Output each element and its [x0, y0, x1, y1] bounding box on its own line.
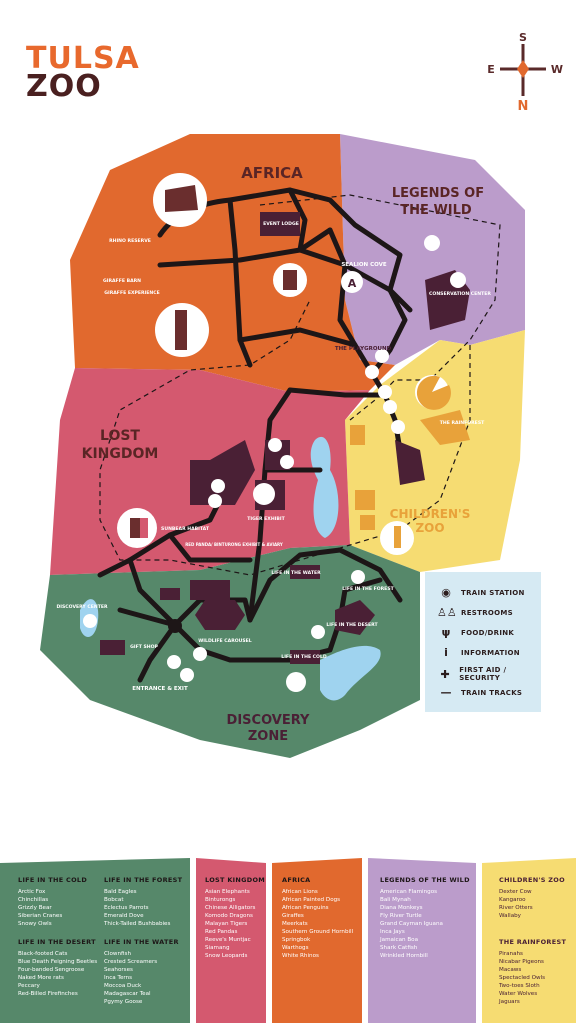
amenity-markers [83, 235, 466, 682]
zone-label-discovery-line1: DISCOVERY [227, 713, 310, 728]
label-tiger-exhibit: TIGER EXHIBIT [247, 516, 285, 522]
logo-line-1: TULSA [26, 41, 140, 76]
legend-row-tracks: — TRAIN TRACKS [437, 686, 522, 699]
zone-label-childrens-line1: CHILDREN'S [390, 507, 471, 521]
label-sunbear-habitat: SUNBEAR HABITAT [161, 526, 210, 532]
label-life-in-the-cold: LIFE IN THE COLD [281, 654, 327, 660]
label-rhino-reserve: RHINO RESERVE [109, 238, 151, 244]
label-wildlife-carousel: WILDLIFE CAROUSEL [198, 638, 252, 644]
zone-label-childrens-line2: ZOO [415, 521, 444, 535]
food-drink-icon: ψ [441, 626, 451, 639]
list-life-in-the-forest: LIFE IN THE FOREST Bald Eagles Bobcat Ec… [104, 876, 183, 927]
legend-row-info: i INFORMATION [437, 646, 520, 659]
list-life-in-the-desert: LIFE IN THE DESERT Black-footed Cats Blu… [18, 938, 98, 997]
list-legends-of-the-wild: LEGENDS OF THE WILD American Flamingos B… [380, 876, 470, 959]
label-giraffe-experience: GIRAFFE EXPERIENCE [104, 290, 160, 296]
legend-row-restrooms: ♙♙ RESTROOMS [437, 606, 513, 619]
legend-row-train-station: ◉ TRAIN STATION [437, 586, 525, 599]
train-tracks-icon: — [440, 686, 452, 699]
zoo-map: S N E W [40, 31, 563, 758]
train-tracks [99, 194, 501, 576]
zone-label-lost-line2: KINGDOM [82, 446, 159, 462]
label-sealion-cove: SEALION COVE [341, 262, 387, 268]
lake-lost-kingdom [310, 436, 339, 538]
label-entrance-exit: ENTRANCE & EXIT [132, 686, 188, 692]
compass-south: S [519, 31, 527, 44]
compass-north: N [518, 99, 529, 114]
logo-line-2: ZOO [26, 69, 102, 104]
label-life-in-the-water: LIFE IN THE WATER [271, 570, 321, 576]
label-discovery-center: DISCOVERY CENTER [56, 604, 108, 610]
svg-text:A: A [348, 277, 357, 290]
tulsa-zoo-logo: TULSA ZOO [26, 41, 140, 104]
entrance-marker [168, 619, 182, 633]
zone-discovery-zone [40, 545, 420, 758]
label-gift-shop: GIFT SHOP [130, 644, 158, 650]
restrooms-icon: ♙♙ [437, 606, 457, 619]
label-red-panda: RED PANDA/ BINTURONG EXHIBIT & AVIARY [185, 542, 283, 547]
list-childrens-zoo: CHILDREN'S ZOO Dexter Cow Kangaroo River… [499, 876, 565, 919]
label-conservation-center: CONSERVATION CENTER [429, 291, 491, 297]
zone-label-lost-line1: LOST [100, 428, 140, 444]
first-aid-icon: ✚ [440, 667, 450, 681]
zone-label-legends-line2: THE WILD [400, 203, 472, 218]
compass-east: E [487, 63, 495, 76]
list-life-in-the-cold: LIFE IN THE COLD Arctic Fox Chinchillas … [18, 876, 88, 927]
childrens-pens [350, 410, 470, 530]
zone-label-discovery-line2: ZONE [248, 729, 288, 744]
pond-cold [320, 645, 381, 701]
label-event-lodge: EVENT LODGE [263, 221, 299, 227]
list-africa: AFRICA African Lions African Painted Dog… [282, 876, 354, 959]
bottom-panels-bg [0, 858, 576, 1023]
label-giraffe-barn: GIRAFFE BARN [103, 278, 141, 284]
zone-label-africa: AFRICA [241, 164, 303, 182]
information-icon: i [444, 646, 448, 659]
list-lost-kingdom: LOST KINGDOM Asian Elephants Binturongs … [205, 876, 266, 959]
compass: S N E W [487, 31, 563, 114]
legend-row-first-aid: ✚ FIRST AID / SECURITY [437, 666, 541, 682]
zone-label-legends-line1: LEGENDS OF [392, 186, 484, 201]
list-the-rainforest: THE RAINFOREST Piranahs Nicabar Pigeons … [499, 938, 567, 1005]
animal-icons [117, 173, 451, 692]
label-life-in-the-desert: LIFE IN THE DESERT [326, 622, 378, 628]
train-station-icon: ◉ [441, 586, 451, 599]
label-the-rainforest: THE RAINFOREST [440, 420, 485, 426]
compass-west: W [551, 63, 563, 76]
list-life-in-the-water: LIFE IN THE WATER Clownfish Crested Scre… [104, 938, 179, 1005]
legend-row-food: ψ FOOD/DRINK [437, 626, 514, 639]
label-life-in-the-forest: LIFE IN THE FOREST [342, 586, 394, 592]
map-legend: ◉ TRAIN STATION ♙♙ RESTROOMS ψ FOOD/DRIN… [425, 572, 541, 712]
label-the-playground: THE PLAYGROUND [335, 346, 392, 352]
